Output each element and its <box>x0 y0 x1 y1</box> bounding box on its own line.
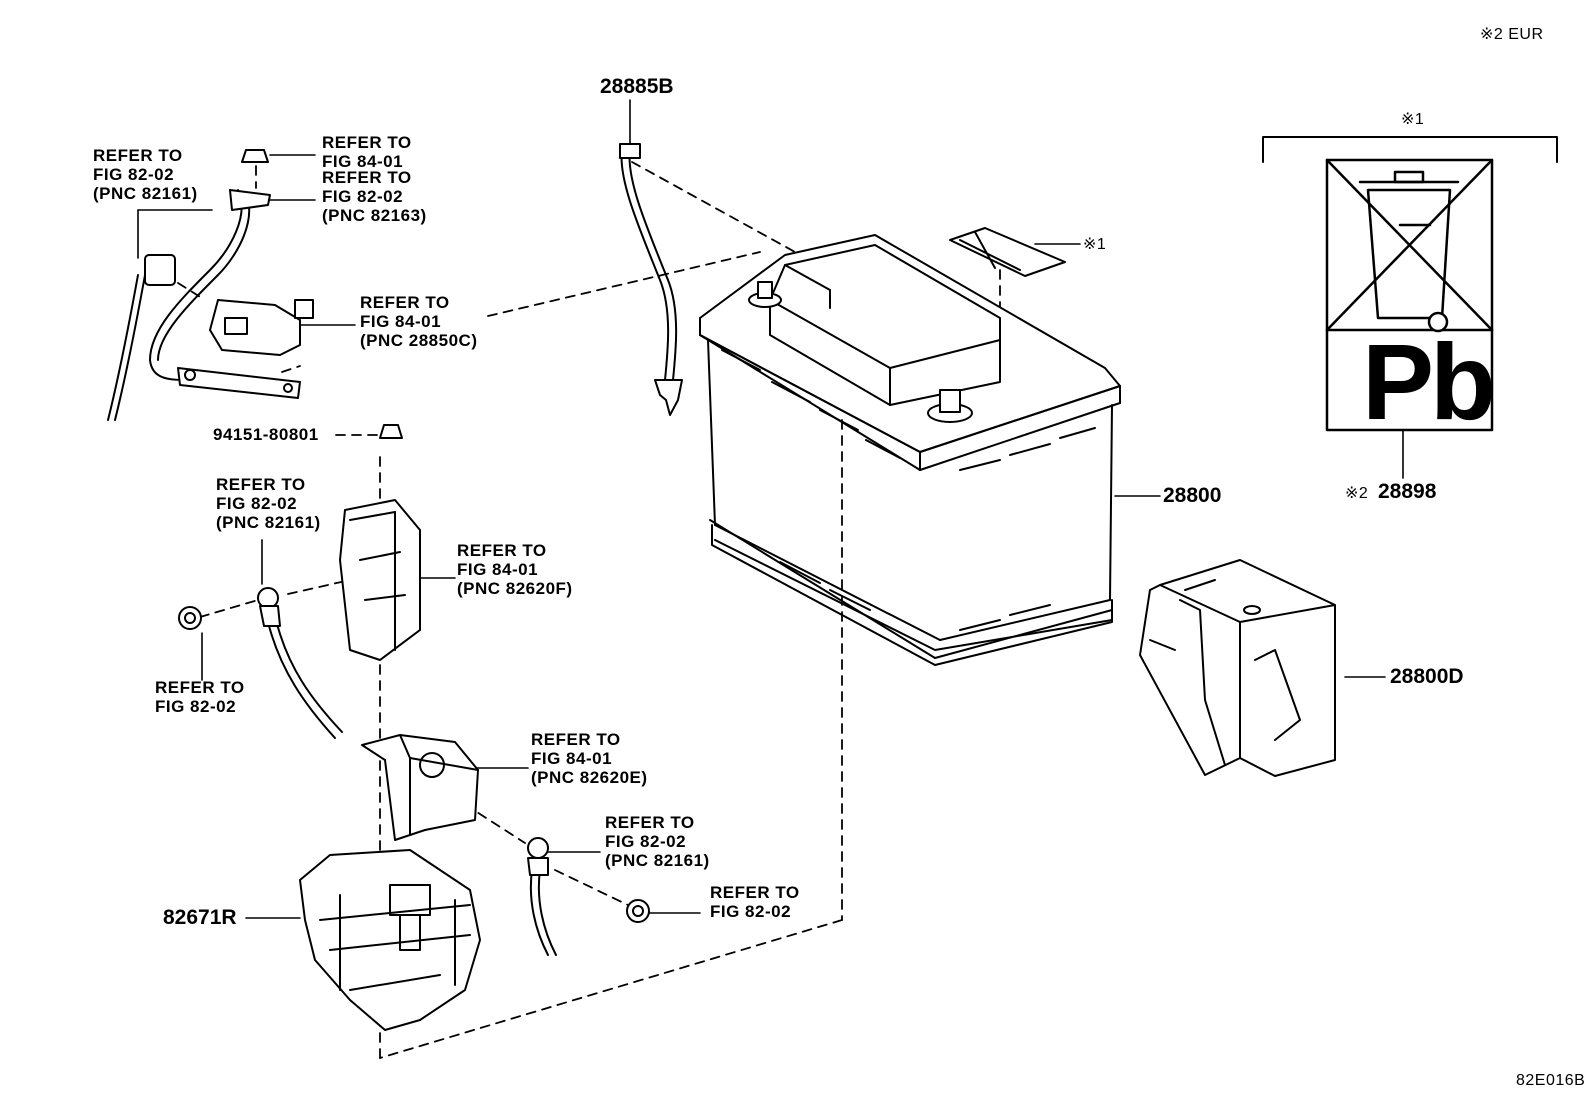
ref-fig-84-01-pnc-82620f: REFER TO FIG 84-01 (PNC 82620F) <box>457 541 573 598</box>
ref-line: (PNC 82163) <box>322 206 427 225</box>
battery-cover-28800D <box>1140 560 1335 776</box>
part-number-82671R: 82671R <box>163 906 237 929</box>
ref-line: FIG 84-01 <box>360 312 442 331</box>
ref-line: REFER TO <box>605 813 695 832</box>
fuse-block-82671R <box>300 850 480 1030</box>
recycle-note-mark: ※1 <box>1401 111 1425 128</box>
ref-fig-82-02-b: REFER TO FIG 82-02 <box>710 883 800 921</box>
terminal-cover-82620F <box>340 500 420 660</box>
region-note: ※2 EUR <box>1480 26 1544 43</box>
ref-fig-84-01-a: REFER TO FIG 84-01 <box>322 133 412 171</box>
ref-line: FIG 84-01 <box>531 749 613 768</box>
ref-line: REFER TO <box>710 883 800 902</box>
ref-line: FIG 84-01 <box>322 152 404 171</box>
ref-line: REFER TO <box>155 678 245 697</box>
ref-line: (PNC 82620E) <box>531 768 648 787</box>
ref-fig-82-02-pnc-82163: REFER TO FIG 82-02 (PNC 82163) <box>322 168 427 225</box>
part-number-28898: 28898 <box>1378 480 1437 503</box>
ref-line: (PNC 82620F) <box>457 579 573 598</box>
nut-lower <box>627 900 649 922</box>
sensor-harness <box>108 150 313 420</box>
ref-line: (PNC 82161) <box>605 851 710 870</box>
vent-tube-28885B <box>620 144 682 415</box>
ref-line: FIG 84-01 <box>457 560 539 579</box>
ref-line: REFER TO <box>457 541 547 560</box>
ref-line: FIG 82-02 <box>155 697 237 716</box>
part-number-28800D: 28800D <box>1390 665 1464 688</box>
recycle-label-28898 <box>1327 160 1492 430</box>
ref-fig-82-02-a: REFER TO FIG 82-02 <box>155 678 245 716</box>
ref-line: REFER TO <box>360 293 450 312</box>
ref-line: (PNC 28850C) <box>360 331 478 350</box>
ref-line: (PNC 82161) <box>216 513 321 532</box>
nut-upper <box>179 607 201 629</box>
ref-fig-82-02-pnc-82161-c: REFER TO FIG 82-02 (PNC 82161) <box>605 813 710 870</box>
part-note-mark: ※2 <box>1345 485 1369 502</box>
part-number-28885B: 28885B <box>600 75 674 98</box>
ref-fig-82-02-pnc-82161-a: REFER TO FIG 82-02 (PNC 82161) <box>93 146 198 203</box>
figure-code: 82E016B <box>1516 1072 1586 1089</box>
ref-line: REFER TO <box>322 133 412 152</box>
ref-fig-84-01-pnc-28850c: REFER TO FIG 84-01 (PNC 28850C) <box>360 293 478 350</box>
ref-line: REFER TO <box>322 168 412 187</box>
part-number-94151-80801: 94151-80801 <box>213 425 319 444</box>
battery-28800 <box>700 228 1120 665</box>
ref-fig-84-01-pnc-82620e: REFER TO FIG 84-01 (PNC 82620E) <box>531 730 648 787</box>
ref-line: FIG 82-02 <box>605 832 687 851</box>
ref-line: FIG 82-02 <box>322 187 404 206</box>
pb-lead-symbol: Pb <box>1362 321 1496 442</box>
ref-line: FIG 82-02 <box>710 902 792 921</box>
ref-line: FIG 82-02 <box>93 165 175 184</box>
ref-line: (PNC 82161) <box>93 184 198 203</box>
ground-cable-lower <box>528 838 556 955</box>
terminal-cover-82620E <box>362 735 478 840</box>
ref-fig-82-02-pnc-82161-b: REFER TO FIG 82-02 (PNC 82161) <box>216 475 321 532</box>
ref-line: REFER TO <box>216 475 306 494</box>
ref-line: FIG 82-02 <box>216 494 298 513</box>
ref-line: REFER TO <box>531 730 621 749</box>
ground-cable-upper <box>258 588 342 738</box>
nut-94151-80801 <box>380 425 402 438</box>
recycle-label-bracket <box>1263 137 1557 162</box>
part-number-28800: 28800 <box>1163 484 1222 507</box>
battery-label-note: ※1 <box>1083 236 1107 253</box>
ref-line: REFER TO <box>93 146 183 165</box>
